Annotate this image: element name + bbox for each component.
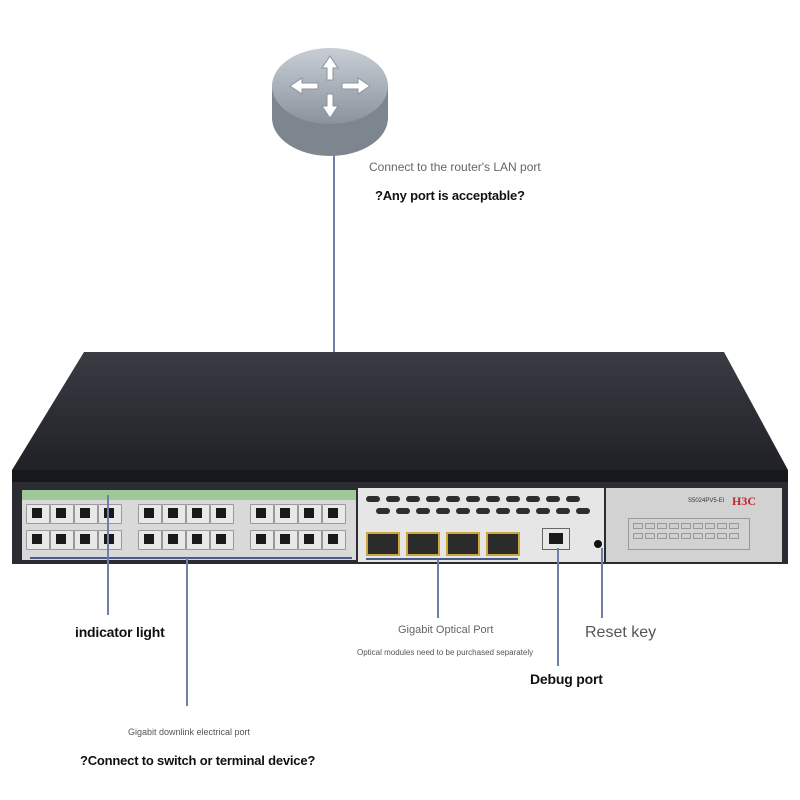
debug-leader-line — [557, 548, 559, 666]
rj45-port[interactable] — [210, 504, 234, 524]
rj45-port[interactable] — [274, 504, 298, 524]
optical-note: Optical modules need to be purchased sep… — [357, 648, 534, 657]
sfp-port[interactable] — [446, 532, 480, 556]
led — [645, 523, 655, 529]
optical-title: Gigabit Optical Port — [398, 624, 494, 636]
model-text: S5024PV5-EI — [688, 498, 725, 504]
led — [729, 533, 739, 539]
optical-panel — [358, 488, 604, 562]
rj45-port[interactable] — [138, 530, 162, 550]
led — [645, 533, 655, 539]
vent — [456, 508, 470, 514]
downlink-bracket-line — [30, 557, 352, 559]
optical-leader-line — [437, 560, 439, 618]
optical-bracket-line — [366, 558, 518, 560]
debug-label: Debug port — [530, 671, 603, 687]
rj45-port[interactable] — [162, 504, 186, 524]
led — [633, 523, 643, 529]
led — [693, 533, 703, 539]
rj45-ports — [22, 500, 356, 560]
vent — [466, 496, 480, 502]
indicator-label: indicator light — [75, 624, 165, 640]
vent — [486, 496, 500, 502]
led — [681, 533, 691, 539]
led — [717, 533, 727, 539]
rj45-port[interactable] — [50, 530, 74, 550]
rj45-port[interactable] — [98, 530, 122, 550]
rj45-port[interactable] — [322, 504, 346, 524]
reset-label: Reset key — [585, 624, 657, 641]
rj45-port[interactable] — [298, 530, 322, 550]
vent — [396, 508, 410, 514]
rj45-port[interactable] — [210, 530, 234, 550]
router-note: ?Any port is acceptable? — [375, 188, 525, 203]
vent — [506, 496, 520, 502]
vent — [426, 496, 440, 502]
led — [657, 533, 667, 539]
led — [705, 523, 715, 529]
indicator-strip — [22, 490, 356, 500]
rj45-port[interactable] — [50, 504, 74, 524]
vent — [536, 508, 550, 514]
rj45-port[interactable] — [250, 530, 274, 550]
vent — [406, 496, 420, 502]
sfp-port[interactable] — [366, 532, 400, 556]
vent — [476, 508, 490, 514]
vent — [416, 508, 430, 514]
led — [729, 523, 739, 529]
vent — [566, 496, 580, 502]
brand-logo: H3C — [732, 494, 756, 508]
vent — [386, 496, 400, 502]
downlink-note: ?Connect to switch or terminal device? — [80, 753, 316, 768]
rj45-port[interactable] — [274, 530, 298, 550]
led — [705, 533, 715, 539]
led — [681, 523, 691, 529]
debug-port-icon[interactable] — [542, 528, 570, 550]
rj45-port[interactable] — [98, 504, 122, 524]
rj45-port[interactable] — [138, 504, 162, 524]
reset-button-icon[interactable] — [594, 540, 602, 548]
sfp-port[interactable] — [486, 532, 520, 556]
led — [669, 523, 679, 529]
vent — [436, 508, 450, 514]
vent — [446, 496, 460, 502]
led — [717, 523, 727, 529]
downlink-leader-line — [186, 558, 188, 706]
indicator-leader-line — [107, 495, 109, 615]
led — [633, 533, 643, 539]
router-caption: Connect to the router's LAN port — [369, 160, 541, 174]
router-leader-line — [333, 155, 335, 505]
rj45-port[interactable] — [74, 504, 98, 524]
rj45-port[interactable] — [74, 530, 98, 550]
led — [693, 523, 703, 529]
rj45-port[interactable] — [322, 530, 346, 550]
vent — [366, 496, 380, 502]
rj45-port[interactable] — [186, 530, 210, 550]
vent — [576, 508, 590, 514]
rj45-port[interactable] — [26, 504, 50, 524]
rj45-port[interactable] — [26, 530, 50, 550]
vent — [546, 496, 560, 502]
control-panel: S5024PV5-EI H3C — [542, 488, 782, 562]
rj45-port[interactable] — [186, 504, 210, 524]
vent — [496, 508, 510, 514]
led-panel — [628, 518, 750, 550]
rj45-port[interactable] — [250, 504, 274, 524]
reset-leader-line — [601, 548, 603, 618]
led — [669, 533, 679, 539]
vent — [526, 496, 540, 502]
vent — [556, 508, 570, 514]
rj45-port[interactable] — [162, 530, 186, 550]
vent — [516, 508, 530, 514]
sfp-port[interactable] — [406, 532, 440, 556]
led — [657, 523, 667, 529]
downlink-title: Gigabit downlink electrical port — [128, 727, 251, 737]
rj45-port[interactable] — [298, 504, 322, 524]
vent — [376, 508, 390, 514]
router-icon — [270, 42, 390, 158]
